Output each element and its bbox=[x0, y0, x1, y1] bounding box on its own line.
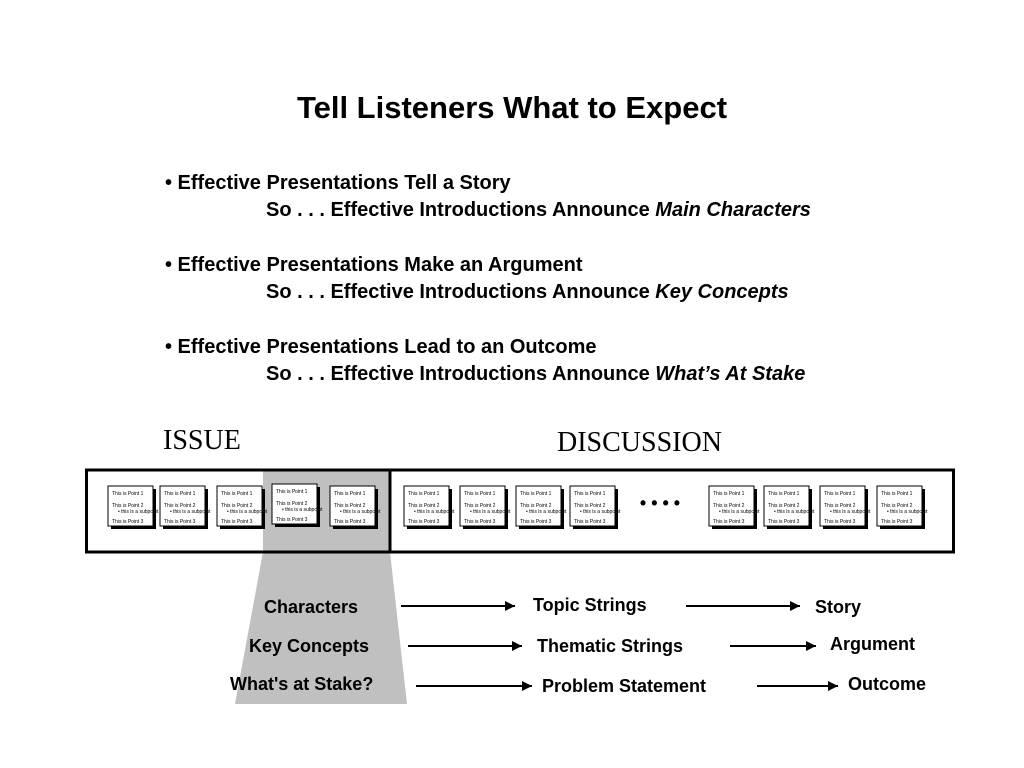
slide-thumbnail: This is Point 1 This is Point 2• this is … bbox=[515, 485, 567, 529]
sub-argument-prefix: So . . . Effective Introductions Announc… bbox=[266, 281, 656, 303]
slide-subpoint: • this is a subpoint bbox=[887, 509, 928, 515]
sub-argument-emphasis: Key Concepts bbox=[655, 281, 789, 303]
slide-point-1: This is Point 1 bbox=[334, 491, 366, 497]
sub-story-emphasis: Main Characters bbox=[655, 199, 811, 221]
slide-point-2: This is Point 2 bbox=[164, 503, 196, 509]
slide-point-3: This is Point 3 bbox=[464, 519, 496, 525]
label-topic-strings: Topic Strings bbox=[533, 595, 647, 615]
slide-point-1: This is Point 1 bbox=[574, 491, 606, 497]
label-outcome: Outcome bbox=[848, 674, 927, 694]
slide-point-1: This is Point 1 bbox=[112, 491, 144, 497]
label-problem-statement: Problem Statement bbox=[542, 676, 707, 696]
slide-thumbnail: This is Point 1 This is Point 2• this is … bbox=[107, 485, 159, 529]
slide-subpoint: • this is a subpoint bbox=[526, 509, 567, 515]
slide-point-3: This is Point 3 bbox=[276, 517, 308, 523]
bullet-outcome: • Effective Presentations Lead to an Out… bbox=[165, 336, 597, 358]
slide-point-2: This is Point 2 bbox=[520, 503, 552, 509]
sub-outcome-emphasis: What’s At Stake bbox=[655, 363, 806, 385]
slide-point-1: This is Point 1 bbox=[408, 491, 440, 497]
slide-point-2: This is Point 2 bbox=[276, 501, 308, 507]
slide-point-1: This is Point 1 bbox=[276, 489, 308, 495]
label-characters: Characters bbox=[264, 597, 359, 617]
slide-subpoint: • this is a subpoint bbox=[282, 507, 323, 513]
slide-thumbnail: This is Point 1 This is Point 2• this is … bbox=[159, 485, 211, 529]
sub-outcome-prefix: So . . . Effective Introductions Announc… bbox=[266, 363, 656, 385]
slide-point-1: This is Point 1 bbox=[713, 491, 745, 497]
slide-point-2: This is Point 2 bbox=[574, 503, 606, 509]
slide-subpoint: • this is a subpoint bbox=[118, 509, 159, 515]
slide-point-1: This is Point 1 bbox=[520, 491, 552, 497]
slide-point-1: This is Point 1 bbox=[768, 491, 800, 497]
slide-point-1: This is Point 1 bbox=[164, 491, 196, 497]
label-whats-at-stake: What's at Stake? bbox=[230, 674, 374, 694]
discussion-label: DISCUSSION bbox=[557, 427, 722, 458]
label-story: Story bbox=[815, 597, 862, 617]
slide-point-3: This is Point 3 bbox=[881, 519, 913, 525]
slide-point-3: This is Point 3 bbox=[768, 519, 800, 525]
slide-point-3: This is Point 3 bbox=[713, 519, 745, 525]
slide-point-3: This is Point 3 bbox=[574, 519, 606, 525]
sub-argument: So . . . Effective Introductions Announc… bbox=[266, 281, 789, 304]
sub-story: So . . . Effective Introductions Announc… bbox=[266, 199, 811, 222]
slide-point-3: This is Point 3 bbox=[520, 519, 552, 525]
slide-thumbnail: This is Point 1 This is Point 2• this is … bbox=[271, 483, 323, 527]
slide-point-2: This is Point 2 bbox=[334, 503, 366, 509]
ellipsis: • • • • bbox=[640, 493, 680, 513]
slide-point-3: This is Point 3 bbox=[164, 519, 196, 525]
slide-point-2: This is Point 2 bbox=[881, 503, 913, 509]
bullet-argument: • Effective Presentations Make an Argume… bbox=[165, 254, 583, 276]
slide-point-2: This is Point 2 bbox=[768, 503, 800, 509]
issue-label: ISSUE bbox=[163, 425, 241, 456]
slide-thumbnail: This is Point 1 This is Point 2• this is … bbox=[216, 485, 268, 529]
label-thematic-strings: Thematic Strings bbox=[537, 636, 684, 656]
slide-subpoint: • this is a subpoint bbox=[774, 509, 815, 515]
slide-point-3: This is Point 3 bbox=[824, 519, 856, 525]
slide-thumbnail: This is Point 1 This is Point 2• this is … bbox=[459, 485, 511, 529]
slide-point-2: This is Point 2 bbox=[464, 503, 496, 509]
slide-thumbnail: This is Point 1 This is Point 2• this is … bbox=[876, 485, 928, 529]
slide-point-2: This is Point 2 bbox=[713, 503, 745, 509]
slide-thumbnail: This is Point 1 This is Point 2• this is … bbox=[708, 485, 760, 529]
slide-point-3: This is Point 3 bbox=[334, 519, 366, 525]
slide-thumbnail: This is Point 1 This is Point 2• this is … bbox=[763, 485, 815, 529]
bullet-story: • Effective Presentations Tell a Story bbox=[165, 172, 511, 194]
slide-thumbnail: This is Point 1 This is Point 2• this is … bbox=[569, 485, 621, 529]
slide-point-2: This is Point 2 bbox=[112, 503, 144, 509]
slide-subpoint: • this is a subpoint bbox=[340, 509, 381, 515]
slide-point-1: This is Point 1 bbox=[881, 491, 913, 497]
label-key-concepts: Key Concepts bbox=[249, 636, 370, 656]
slide-subpoint: • this is a subpoint bbox=[830, 509, 871, 515]
slide-point-3: This is Point 3 bbox=[112, 519, 144, 525]
slide-point-1: This is Point 1 bbox=[221, 491, 253, 497]
slide-point-1: This is Point 1 bbox=[824, 491, 856, 497]
slide-thumbnail: This is Point 1 This is Point 2• this is … bbox=[403, 485, 455, 529]
slide-point-2: This is Point 2 bbox=[221, 503, 253, 509]
sub-outcome: So . . . Effective Introductions Announc… bbox=[266, 363, 805, 386]
label-argument: Argument bbox=[830, 634, 915, 654]
page-title: Tell Listeners What to Expect bbox=[296, 90, 728, 125]
slide-subpoint: • this is a subpoint bbox=[719, 509, 760, 515]
slide-subpoint: • this is a subpoint bbox=[470, 509, 511, 515]
timeline-frame bbox=[85, 468, 955, 554]
slide-subpoint: • this is a subpoint bbox=[170, 509, 211, 515]
slide-point-3: This is Point 3 bbox=[408, 519, 440, 525]
slide-subpoint: • this is a subpoint bbox=[227, 509, 268, 515]
slide-subpoint: • this is a subpoint bbox=[414, 509, 455, 515]
slide-thumbnail: This is Point 1 This is Point 2• this is … bbox=[819, 485, 871, 529]
slide-thumbnail: This is Point 1 This is Point 2• this is … bbox=[329, 485, 381, 529]
sub-story-prefix: So . . . Effective Introductions Announc… bbox=[266, 199, 656, 221]
slide-subpoint: • this is a subpoint bbox=[580, 509, 621, 515]
slide-point-3: This is Point 3 bbox=[221, 519, 253, 525]
slide-point-2: This is Point 2 bbox=[824, 503, 856, 509]
slide-point-2: This is Point 2 bbox=[408, 503, 440, 509]
slide-point-1: This is Point 1 bbox=[464, 491, 496, 497]
